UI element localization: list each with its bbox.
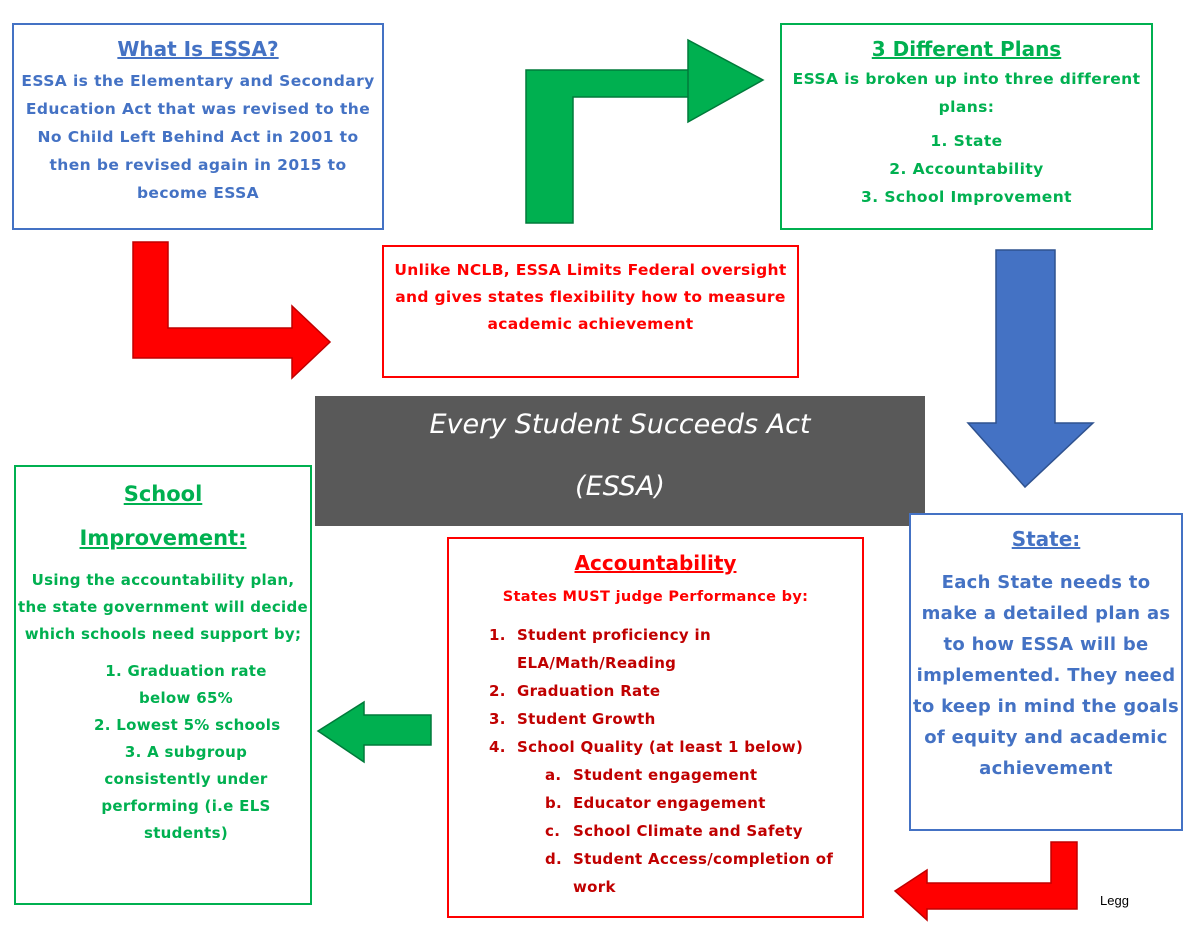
what-is-essa-body: ESSA is the Elementary and Secondary Edu…: [21, 72, 375, 202]
item-text: Student proficiency in ELA/Math/Reading: [517, 626, 711, 672]
state-heading: State:: [1011, 527, 1081, 551]
three-plans-heading: 3 Different Plans: [871, 37, 1062, 61]
school-quality-sublist: a. Student engagement b. Educator engageme…: [545, 761, 862, 901]
green-left-arrow-shape: [316, 700, 432, 764]
school-improvement-box: School Improvement: Using the accountabi…: [14, 465, 312, 905]
school-quality-item: c. School Climate and Safety: [545, 817, 862, 845]
green-elbow-arrow-shape: [525, 38, 765, 224]
author-credit: Legg: [1100, 893, 1129, 908]
red-elbow-arrow-to-accountability-shape: [893, 841, 1078, 922]
accountability-intro: States MUST judge Performance by:: [502, 589, 809, 605]
title-line-1: Every Student Succeeds Act: [429, 409, 811, 440]
plan-item-accountability: 2. Accountability: [889, 160, 1044, 178]
school-improvement-list: 1. Graduation rate below 65% 2. Lowest 5…: [16, 658, 310, 847]
state-box: State: Each State needs to make a detail…: [909, 513, 1183, 831]
title-line-2: (ESSA): [575, 471, 665, 502]
three-plans-list: 1. State 2. Accountability 3. School Imp…: [782, 127, 1151, 211]
school-quality-item: a. Student engagement: [545, 761, 862, 789]
title-band: Every Student Succeeds Act (ESSA): [315, 396, 925, 526]
item-text: Educator engagement: [573, 794, 766, 812]
plan-item-state: 1. State: [930, 132, 1003, 150]
plan-item-school-improvement: 3. School Improvement: [861, 188, 1072, 206]
accountability-item: 1. Student proficiency in ELA/Math/Readin…: [489, 621, 862, 677]
school-criteria-text: 2. Lowest 5% schools: [94, 716, 281, 734]
accountability-list: 1. Student proficiency in ELA/Math/Readin…: [489, 621, 862, 901]
three-plans-intro: ESSA is broken up into three different p…: [792, 70, 1141, 116]
state-body: Each State needs to make a detailed plan…: [912, 572, 1180, 779]
school-criteria-text: 3. A subgroup consistently under perform…: [101, 743, 271, 842]
item-number: 2.: [489, 682, 506, 700]
item-number: 4.: [489, 738, 506, 756]
school-quality-item: d. Student Access/completion of work: [545, 845, 862, 901]
school-criteria-text: 1. Graduation rate below 65%: [105, 662, 267, 707]
item-text: School Climate and Safety: [573, 822, 803, 840]
school-improvement-heading-1: School: [123, 482, 203, 506]
school-quality-item: b. Educator engagement: [545, 789, 862, 817]
item-text: School Quality (at least 1 below): [517, 738, 804, 756]
nclb-note-box: Unlike NCLB, ESSA Limits Federal oversig…: [382, 245, 799, 378]
accountability-item: 2. Graduation Rate: [489, 677, 862, 705]
item-text: Graduation Rate: [517, 682, 661, 700]
blue-down-arrow-shape: [966, 249, 1095, 489]
red-elbow-arrow-shape: [132, 241, 332, 380]
what-is-essa-heading: What Is ESSA?: [117, 37, 279, 61]
what-is-essa-box: What Is ESSA? ESSA is the Elementary and…: [12, 23, 384, 230]
item-number: 3.: [489, 710, 506, 728]
accountability-heading: Accountability: [574, 551, 737, 575]
school-criteria-item: 1. Graduation rate below 65%: [16, 658, 310, 712]
item-letter: d.: [545, 850, 563, 868]
item-text: Student Growth: [517, 710, 656, 728]
school-improvement-heading-2: Improvement:: [79, 526, 247, 550]
item-letter: c.: [545, 822, 561, 840]
item-text: Student Access/completion of work: [573, 850, 834, 896]
three-plans-box: 3 Different Plans ESSA is broken up into…: [780, 23, 1153, 230]
school-improvement-intro: Using the accountability plan, the state…: [18, 571, 308, 643]
item-letter: a.: [545, 766, 562, 784]
accountability-item: 3. Student Growth: [489, 705, 862, 733]
item-number: 1.: [489, 626, 506, 644]
item-letter: b.: [545, 794, 563, 812]
item-text: Student engagement: [573, 766, 758, 784]
nclb-note-text: Unlike NCLB, ESSA Limits Federal oversig…: [394, 261, 787, 333]
accountability-box: Accountability States MUST judge Perform…: [447, 537, 864, 918]
accountability-item: 4. School Quality (at least 1 below) a. St…: [489, 733, 862, 901]
school-criteria-item: 3. A subgroup consistently under perform…: [16, 739, 310, 847]
school-criteria-item: 2. Lowest 5% schools: [16, 712, 310, 739]
